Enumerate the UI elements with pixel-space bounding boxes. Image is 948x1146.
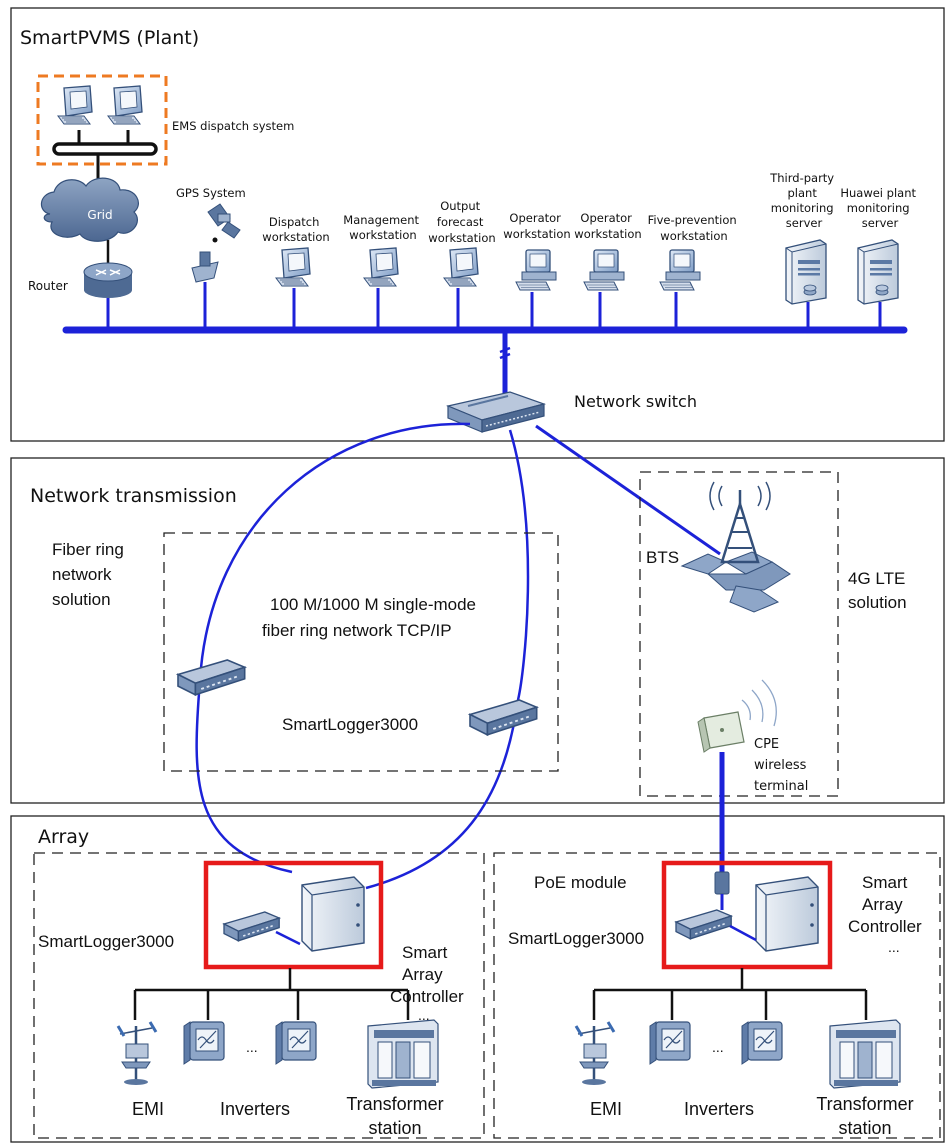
fiber-desc-label: fiber ring network TCP/IP [262, 621, 452, 640]
management-workstation-icon [363, 247, 399, 287]
right-inverters-label: Inverters [684, 1099, 754, 1119]
ems-label: EMS dispatch system [172, 119, 294, 133]
right-controller-label: Smart [862, 873, 908, 892]
ems-bus-icon [52, 142, 158, 156]
array-right-box [493, 852, 941, 1139]
left-inverter-icon [275, 1021, 317, 1065]
ems-monitor-icon [107, 85, 143, 125]
huawei-server-label: Huawei plant monitoring server [840, 186, 919, 230]
forecast-workstation-icon [443, 247, 479, 287]
left-logger-highlight [203, 860, 384, 970]
right-transformer-icon [829, 1019, 901, 1089]
operator-workstation-icon [583, 249, 625, 291]
left-controller-label: Smart [402, 943, 448, 962]
left-logger-label: SmartLogger3000 [38, 932, 174, 951]
right-controller-label: ... [888, 939, 900, 955]
plant-section-title: SmartPVMS (Plant) [20, 27, 199, 49]
gps-receiver-icon [191, 251, 219, 283]
poe-module-icon [714, 871, 730, 895]
bus-switch-link [499, 346, 511, 360]
right-controller-label: Array [862, 895, 903, 914]
lte-solution-label: 4G LTE [848, 569, 905, 588]
fiber-solution-label: Fiber ring [52, 540, 124, 559]
right-smartlogger-icon [675, 909, 732, 940]
right-transformer-label: station [838, 1118, 891, 1138]
right-logger-cabinet-link [729, 924, 757, 942]
operator-workstation-label: Operator workstation [574, 211, 641, 241]
smartlogger-ring-icon [469, 699, 538, 736]
left-controller-label: ... [418, 1007, 430, 1023]
fiber-ring-box [163, 532, 559, 772]
bts-label: BTS [646, 548, 679, 567]
cpe-label: CPE [754, 737, 779, 752]
right-inverter-icon [741, 1021, 783, 1065]
operator-workstation-label: Operator workstation [503, 211, 570, 241]
router-label: Router [28, 279, 68, 293]
left-transformer-label: Transformer [346, 1094, 443, 1114]
left-emi-icon [116, 1020, 158, 1087]
left-smartlogger-icon [223, 911, 280, 942]
dispatch-workstation-label: Dispatch workstation [262, 215, 329, 244]
poe-label: PoE module [534, 873, 627, 892]
right-emi-label: EMI [590, 1099, 622, 1119]
left-transformer-icon [367, 1019, 439, 1089]
fiber-desc-label: 100 M/1000 M single-mode [270, 595, 476, 614]
management-workstation-label: Management workstation [343, 213, 422, 242]
ring-logger-label: SmartLogger3000 [282, 715, 418, 734]
left-inverter-ellipsis: ... [246, 1039, 258, 1055]
fiber-ring-right [365, 429, 530, 890]
switch-bts-link [535, 424, 721, 556]
bts-tower-icon [680, 481, 791, 613]
gps-label: GPS System [176, 186, 246, 200]
five-prevention-workstation-icon [659, 249, 701, 291]
right-inverter-ellipsis: ... [712, 1039, 724, 1055]
right-controller-label: Controller [848, 917, 922, 936]
left-emi-label: EMI [132, 1099, 164, 1119]
huawei-server-icon [857, 239, 899, 305]
cpe-label: wireless [754, 758, 807, 773]
left-inverter-icon [183, 1021, 225, 1065]
grid-label: Grid [87, 208, 112, 222]
operator-workstation-icon [515, 249, 557, 291]
array-left-box [33, 852, 485, 1139]
fiber-ring-left [195, 422, 471, 874]
gps-satellite-icon [207, 203, 241, 243]
right-emi-icon [574, 1020, 616, 1087]
fiber-solution-label: network [52, 565, 112, 584]
left-logger-cabinet-link [275, 930, 301, 946]
third-party-server-label: Third-party plant monitoring server [769, 171, 838, 230]
router-icon [83, 262, 133, 298]
cpe-terminal-icon [697, 679, 777, 753]
right-inverter-icon [649, 1021, 691, 1065]
left-controller-icon [301, 876, 365, 952]
cpe-label: terminal [754, 779, 808, 794]
ems-monitor-icon [57, 85, 93, 125]
right-transformer-label: Transformer [816, 1094, 913, 1114]
grid-cloud-icon [40, 177, 139, 242]
network-section-title: Network transmission [30, 485, 237, 507]
lte-solution-label: solution [848, 593, 907, 612]
plant-section-frame [10, 7, 945, 442]
smartlogger-ring-icon [177, 659, 246, 696]
array-section-title: Array [38, 826, 89, 848]
network-switch-icon [446, 391, 547, 433]
five-prevention-workstation-label: Five-prevention workstation [648, 213, 741, 243]
network-section-frame [10, 457, 945, 804]
right-logger-label: SmartLogger3000 [508, 929, 644, 948]
left-controller-label: Array [402, 965, 443, 984]
right-controller-icon [755, 876, 819, 952]
left-transformer-label: station [368, 1118, 421, 1138]
forecast-workstation-label: Output forecast workstation [428, 199, 495, 245]
left-inverters-label: Inverters [220, 1099, 290, 1119]
switch-label: Network switch [574, 392, 697, 411]
lte-box [639, 471, 839, 797]
ems-dispatch-box [36, 74, 168, 166]
dispatch-workstation-icon [275, 247, 311, 287]
third-party-server-icon [785, 239, 827, 305]
fiber-solution-label: solution [52, 590, 111, 609]
right-logger-highlight [661, 860, 833, 970]
